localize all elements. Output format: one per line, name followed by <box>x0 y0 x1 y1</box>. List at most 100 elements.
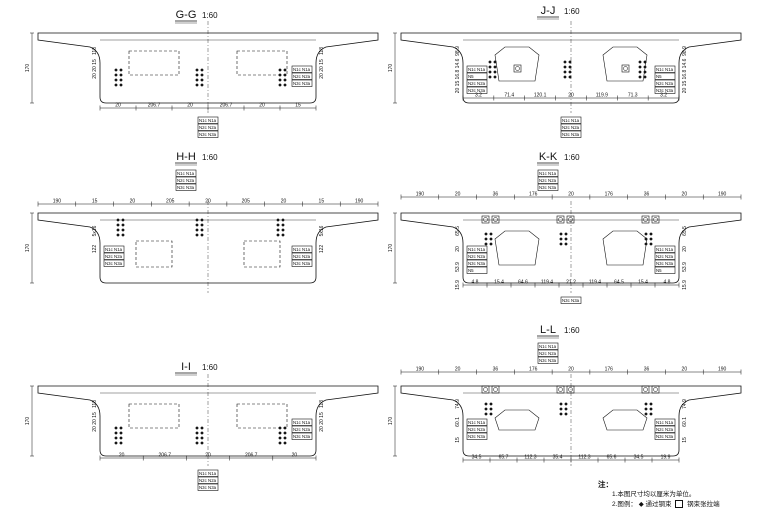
tendon-mark <box>119 436 123 440</box>
section-scale: 1:60 <box>202 11 218 20</box>
section-scale: 1:60 <box>202 153 218 162</box>
hollow-cell <box>236 50 288 76</box>
right-label-text: N3c N3a <box>293 261 311 266</box>
tendon-mark <box>489 402 493 406</box>
right-label-text: N3c N3a <box>293 81 311 86</box>
tendon-mark <box>200 441 204 445</box>
tendon-mark <box>488 75 492 79</box>
tendon-mark <box>563 60 567 64</box>
web-dim-right: 20 20 15 <box>319 412 325 432</box>
left-label-box <box>466 79 488 87</box>
right-label-text: N3c N3a <box>293 434 311 439</box>
dim-top-text: 20 <box>205 199 211 205</box>
height-dim-text: 170 <box>25 64 31 73</box>
tendon-mark <box>489 407 493 411</box>
bottom-label-box <box>560 123 582 131</box>
web-dim-left: 20 20 15 <box>92 412 98 432</box>
web-dim-right: 20 <box>682 246 688 252</box>
tendon-mark <box>119 431 123 435</box>
tendon-mark <box>195 223 199 227</box>
tendon-mark <box>283 68 287 72</box>
tendon-mark <box>488 65 492 69</box>
tendon-mark <box>200 223 204 227</box>
hollow-cell <box>128 50 180 76</box>
bottom-label-text: N2c N2a <box>199 125 217 130</box>
tendon-mark <box>563 65 567 69</box>
tendon-mark <box>119 426 123 430</box>
tendon-mark <box>568 75 572 79</box>
dim-top-text: 190 <box>416 367 425 373</box>
hollow-cell <box>128 403 180 429</box>
top-label-text: N2c N2a <box>177 178 195 183</box>
tendon-mark <box>195 68 199 72</box>
left-label-text: N5 <box>468 268 474 273</box>
dim-bottom-text: 64.6 <box>518 280 528 286</box>
left-label-text: N3c N3a <box>105 261 123 266</box>
anchor-circle <box>568 387 573 392</box>
web-dim-right: 15.9 <box>682 280 688 290</box>
web-dim-left: 15 <box>455 437 461 443</box>
dim-bottom-text: 71.3 <box>628 93 638 99</box>
right-label-text: N3c N3a <box>656 261 674 266</box>
top-label-text: N1c N1a <box>539 171 557 176</box>
dim-bottom-text: 4.8 <box>664 280 671 286</box>
left-label-box <box>466 418 488 426</box>
tendon-mark <box>200 83 204 87</box>
left-label-text: N1c N1a <box>468 67 486 72</box>
left-label-text: N2c N2a <box>468 427 486 432</box>
left-label-box <box>466 245 488 253</box>
tendon-mark <box>119 83 123 87</box>
bottom-label-box <box>197 469 219 477</box>
left-label-box <box>466 86 488 94</box>
right-label-text: N2c N2a <box>293 427 311 432</box>
girder-outline <box>37 212 379 284</box>
top-label-text: N1c N1a <box>177 171 195 176</box>
tendon-mark <box>559 237 563 241</box>
web-dim-right: 60.1 <box>682 417 688 427</box>
bottom-label-box <box>197 130 219 138</box>
tendon-mark <box>200 228 204 232</box>
tendon-mark <box>638 75 642 79</box>
dim-top-text: 36 <box>493 367 499 373</box>
tendon-mark <box>484 402 488 406</box>
tendon-mark <box>278 431 282 435</box>
tendon-mark <box>559 402 563 406</box>
web-dim-left: 53.9 <box>455 262 461 272</box>
left-label-text: N5 <box>468 74 474 79</box>
tendon-mark <box>564 402 568 406</box>
left-label-box <box>466 72 488 80</box>
dim-bottom-text: 206.7 <box>245 453 258 459</box>
notes-heading: 注： <box>598 480 613 489</box>
notes-line-2-suffix: 钢束张拉端 <box>687 501 720 508</box>
web-dim-right: 5x16 <box>319 225 325 236</box>
dim-bottom-text: 120.1 <box>534 93 547 99</box>
dim-bottom-text: 20 <box>259 103 265 109</box>
dim-top-text: 176 <box>605 192 614 198</box>
tendon-mark <box>283 426 287 430</box>
left-label-box <box>466 259 488 267</box>
dim-bottom-text: 119.9 <box>596 93 608 99</box>
web-dim-left: 15.9 <box>455 280 461 290</box>
top-label-box <box>175 176 197 184</box>
tendon-mark <box>493 65 497 69</box>
tendon-mark <box>276 228 280 232</box>
web-dim-left: 20 <box>455 246 461 252</box>
web-dim-left: 118 <box>92 47 98 55</box>
bottom-label-text: N2c N2a <box>199 478 217 483</box>
tendon-mark <box>116 233 120 237</box>
top-label-text: N3c N3a <box>539 185 557 190</box>
dim-bottom-text: 4.8 <box>472 280 479 286</box>
tendon-mark <box>195 73 199 77</box>
web-dim-left: 20 20 15 <box>92 59 98 79</box>
tendon-mark <box>489 242 493 246</box>
top-label-box <box>175 169 197 177</box>
section-scale: 1:60 <box>564 153 580 162</box>
tendon-mark <box>283 73 287 77</box>
tendon-mark <box>563 70 567 74</box>
right-label-text: N2c N2a <box>293 74 311 79</box>
bottom-label-box <box>197 483 219 491</box>
